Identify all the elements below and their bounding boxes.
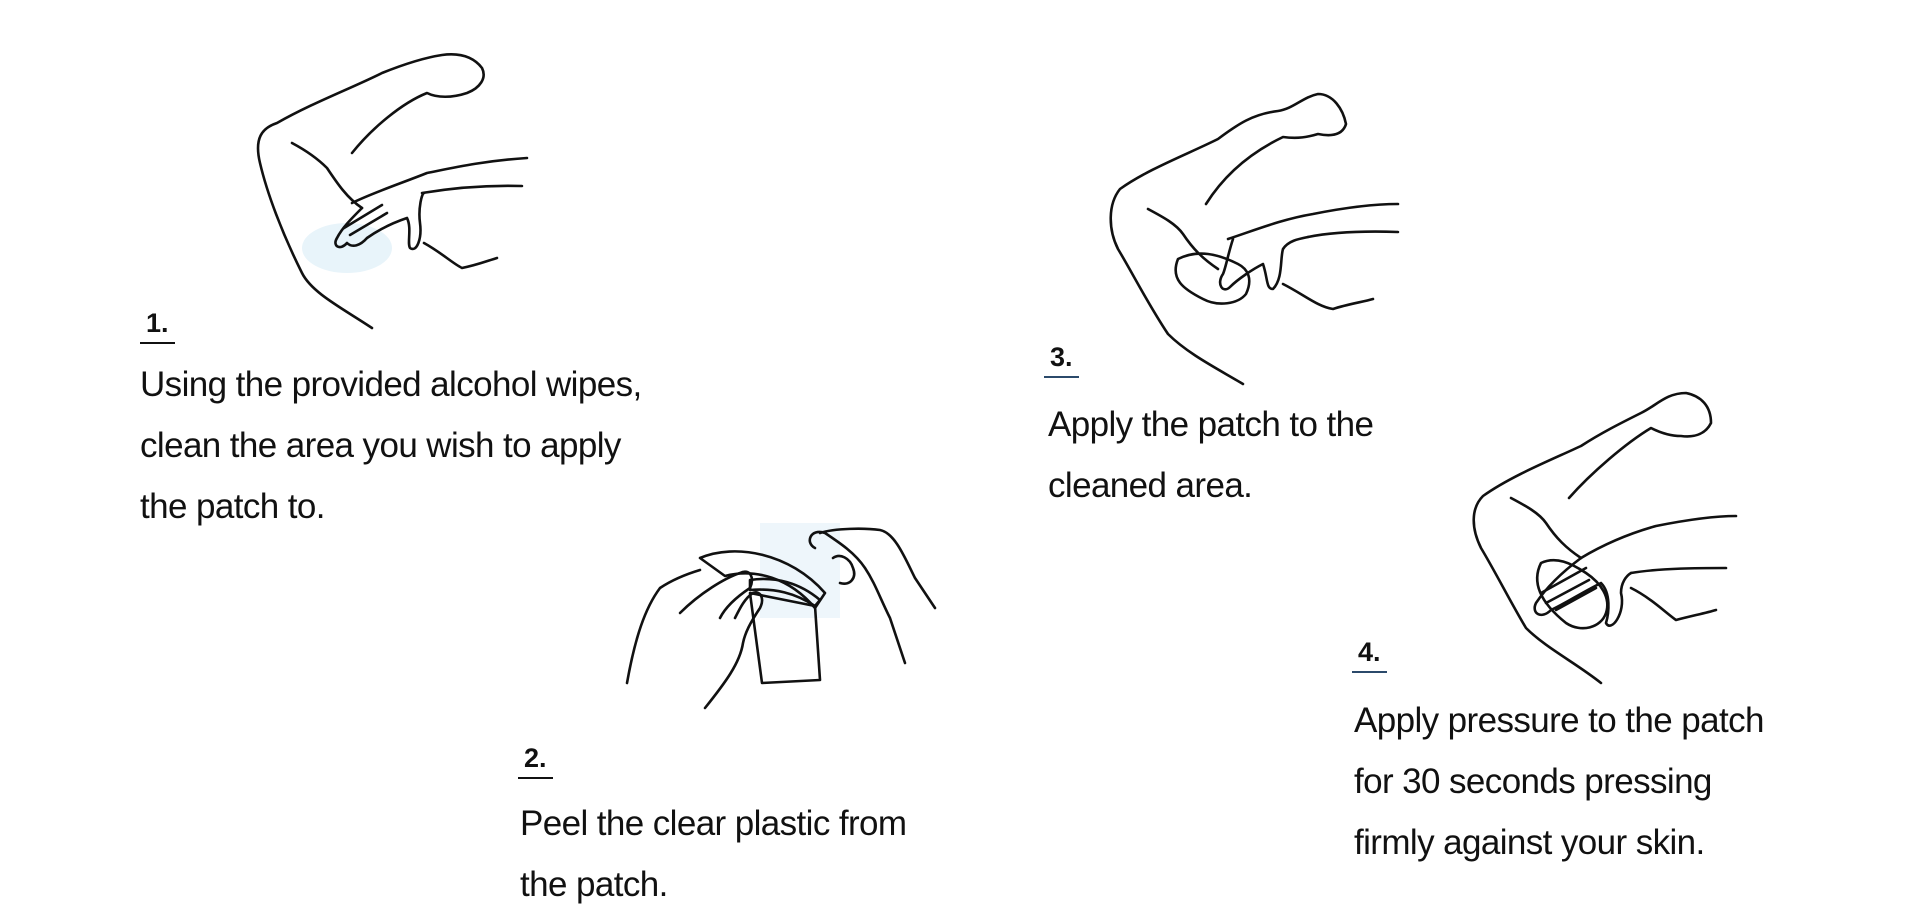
step-3-line: Apply the patch to the xyxy=(1048,405,1374,444)
step-number-4: 4. xyxy=(1352,637,1387,673)
step-number-1: 1. xyxy=(140,308,175,344)
step-2-line: the patch. xyxy=(520,865,668,904)
step-4-line: firmly against your skin. xyxy=(1354,823,1705,862)
step-3-line: cleaned area. xyxy=(1048,466,1253,505)
step-number-3: 3. xyxy=(1044,342,1079,378)
step-2-line: Peel the clear plastic from xyxy=(520,804,907,843)
step-4-line: Apply pressure to the patch xyxy=(1354,701,1764,740)
arm-wiping-illustration xyxy=(256,53,529,330)
hands-peeling-patch-illustration xyxy=(625,523,937,710)
step-4-instructions: Apply pressure to the patch for 30 secon… xyxy=(1354,690,1764,873)
step-1-line: the patch to. xyxy=(140,487,325,526)
step-2-instructions: Peel the clear plastic from the patch. xyxy=(520,793,907,915)
step-3-instructions: Apply the patch to the cleaned area. xyxy=(1048,394,1374,516)
step-1-line: clean the area you wish to apply xyxy=(140,426,621,465)
step-1-line: Using the provided alcohol wipes, xyxy=(140,365,642,404)
arm-pressing-patch-illustration xyxy=(1472,391,1738,685)
step-4-line: for 30 seconds pressing xyxy=(1354,762,1712,801)
step-number-2: 2. xyxy=(518,743,553,779)
step-1-instructions: Using the provided alcohol wipes, clean … xyxy=(140,354,642,537)
arm-applying-patch-illustration xyxy=(1109,92,1400,386)
